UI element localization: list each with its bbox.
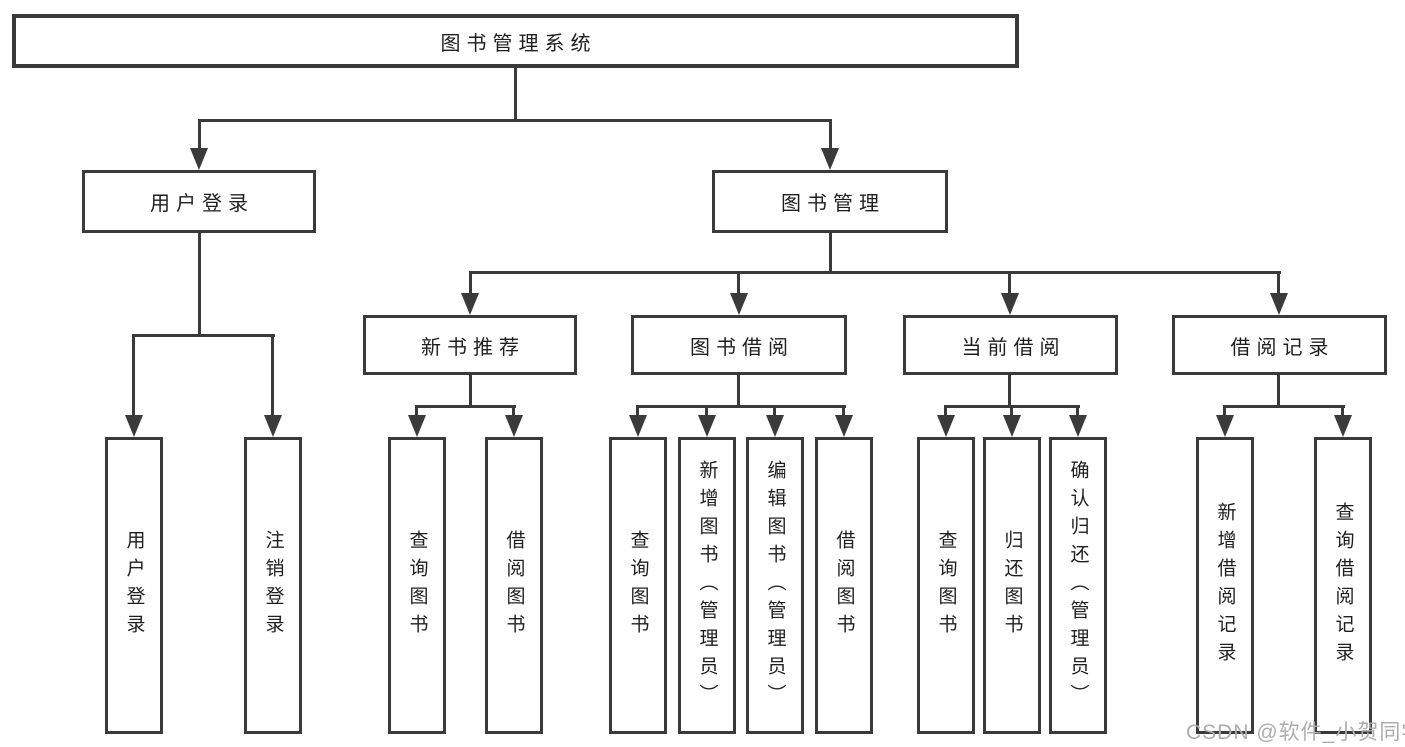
- arrowhead-leaf: [1334, 415, 1352, 437]
- connector-current-borrow-stem: [1008, 375, 1011, 408]
- connector-stub-leaf: [842, 405, 845, 419]
- arrowhead-leaf: [766, 415, 784, 437]
- arrowhead-user-login: [190, 148, 208, 170]
- leaf-edit-book-admin: 编辑图书（管理员）: [746, 437, 804, 734]
- arrowhead-leaf: [698, 415, 716, 437]
- leaf-user-login-label: 用户登录: [123, 529, 145, 642]
- connector-book-borrow-branch: [637, 405, 846, 408]
- arrowhead-leaf: [1216, 415, 1234, 437]
- connector-stub-leaf-user-login: [132, 334, 135, 418]
- leaf-query-books-borrow-label: 查询图书: [627, 529, 649, 642]
- connector-stub-leaf: [1223, 405, 1226, 419]
- leaf-add-book-admin: 新增图书（管理员）: [678, 437, 736, 734]
- arrowhead-leaf-user-login: [125, 415, 143, 437]
- connector-book-mgmt-stem: [829, 233, 832, 274]
- leaf-query-borrow-record: 查询借阅记录: [1314, 437, 1372, 734]
- connector-stub-leaf: [705, 405, 708, 419]
- arrowhead-book-mgmt: [821, 148, 839, 170]
- node-user-login: 用户登录: [82, 170, 316, 233]
- node-library-system: 图书管理系统: [12, 14, 1019, 68]
- leaf-add-book-admin-label: 新增图书（管理员）: [696, 459, 718, 712]
- connector-stub-leaf: [773, 405, 776, 419]
- leaf-borrow-books-label: 借阅图书: [833, 529, 855, 642]
- node-new-book-recommend-label: 新书推荐: [421, 336, 525, 359]
- connector-stub-leaf: [512, 405, 515, 419]
- node-user-login-label: 用户登录: [150, 193, 254, 215]
- connector-stub-book-mgmt: [829, 119, 832, 151]
- connector-book-borrow-stem: [737, 375, 740, 408]
- node-book-borrowing: 图书借阅: [631, 315, 847, 375]
- leaf-confirm-return-admin-label: 确认归还（管理员）: [1067, 459, 1089, 712]
- leaf-query-borrow-record-label: 查询借阅记录: [1332, 501, 1354, 670]
- connector-book-mgmt-branch: [469, 271, 1281, 274]
- arrowhead-current-borrow: [1001, 293, 1019, 315]
- node-book-management-label: 图书管理: [781, 193, 885, 215]
- leaf-borrow-books: 借阅图书: [815, 437, 873, 734]
- leaf-borrow-books-recommend: 借阅图书: [485, 437, 543, 734]
- connector-stub-leaf: [1010, 405, 1013, 419]
- leaf-query-books-recommend-label: 查询图书: [406, 529, 428, 642]
- connector-stub-new-book: [469, 271, 472, 295]
- connector-new-book-branch: [416, 405, 516, 408]
- arrowhead-leaf-logout: [264, 415, 282, 437]
- connector-stub-current-borrow: [1008, 271, 1011, 295]
- connector-root-branch: [198, 119, 832, 122]
- arrowhead-leaf: [937, 415, 955, 437]
- node-current-borrowing: 当前借阅: [903, 315, 1118, 375]
- arrowhead-leaf: [1069, 415, 1087, 437]
- leaf-return-book: 归还图书: [983, 437, 1041, 734]
- connector-stub-book-borrow: [737, 271, 740, 295]
- node-new-book-recommend: 新书推荐: [363, 315, 577, 375]
- arrowhead-new-book: [461, 293, 479, 315]
- node-book-management: 图书管理: [712, 170, 948, 233]
- arrowhead-leaf: [505, 415, 523, 437]
- leaf-add-borrow-record-label: 新增借阅记录: [1214, 501, 1236, 670]
- leaf-logout: 注销登录: [244, 437, 302, 734]
- connector-stub-leaf: [636, 405, 639, 419]
- connector-stub-leaf-logout: [271, 334, 274, 418]
- arrowhead-leaf: [629, 415, 647, 437]
- connector-stub-leaf: [415, 405, 418, 419]
- arrowhead-leaf: [408, 415, 426, 437]
- connector-new-book-stem: [469, 375, 472, 408]
- leaf-borrow-books-recommend-label: 借阅图书: [503, 529, 525, 642]
- node-borrowing-records-label: 借阅记录: [1230, 336, 1335, 359]
- leaf-query-books-current-label: 查询图书: [935, 529, 957, 642]
- connector-stub-leaf: [1341, 405, 1344, 419]
- connector-stub-leaf: [944, 405, 947, 419]
- leaf-query-books-borrow: 查询图书: [609, 437, 667, 734]
- leaf-logout-label: 注销登录: [262, 529, 284, 642]
- connector-user-login-stem: [198, 233, 201, 337]
- node-library-system-label: 图书管理系统: [440, 32, 597, 55]
- connector-user-login-branch: [133, 334, 275, 337]
- arrowhead-leaf: [835, 415, 853, 437]
- leaf-return-book-label: 归还图书: [1001, 529, 1023, 642]
- connector-stub-borrow-record: [1277, 271, 1280, 295]
- node-borrowing-records: 借阅记录: [1172, 315, 1387, 375]
- leaf-query-books-current: 查询图书: [917, 437, 975, 734]
- connector-stub-user-login: [198, 119, 201, 151]
- leaf-confirm-return-admin: 确认归还（管理员）: [1049, 437, 1107, 734]
- connector-stub-leaf: [1076, 405, 1079, 419]
- watermark: CSDN @软件_小贺同学: [1186, 721, 1405, 744]
- node-book-borrowing-label: 图书借阅: [690, 336, 794, 359]
- connector-borrow-record-stem: [1277, 375, 1280, 408]
- leaf-edit-book-admin-label: 编辑图书（管理员）: [764, 459, 786, 712]
- node-current-borrowing-label: 当前借阅: [961, 336, 1066, 359]
- arrowhead-borrow-record: [1270, 293, 1288, 315]
- leaf-add-borrow-record: 新增借阅记录: [1196, 437, 1254, 734]
- leaf-query-books-recommend: 查询图书: [388, 437, 446, 734]
- leaf-user-login: 用户登录: [105, 437, 163, 734]
- connector-root-stem: [514, 68, 517, 122]
- arrowhead-leaf: [1003, 415, 1021, 437]
- arrowhead-book-borrow: [730, 293, 748, 315]
- connector-borrow-record-branch: [1224, 405, 1345, 408]
